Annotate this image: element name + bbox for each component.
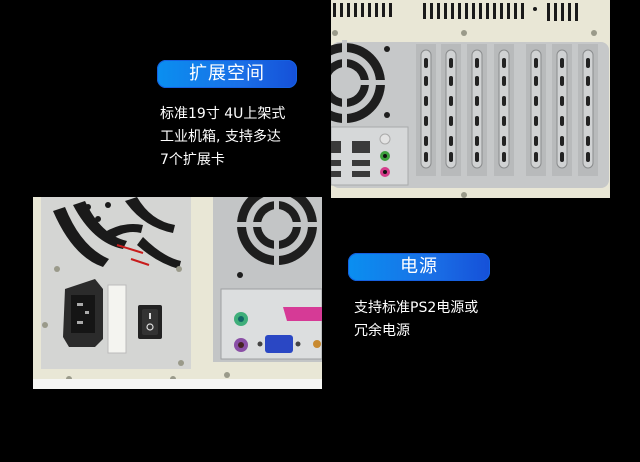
expansion-slots-photo	[331, 0, 610, 198]
description-line: 7个扩展卡	[160, 152, 225, 168]
power-socket	[63, 279, 103, 347]
power-supply-description: 支持标准PS2电源或 冗余电源	[354, 297, 504, 343]
power-supply-label: 电源	[348, 253, 490, 281]
expansion-space-description: 标准19寸 4U上架式 工业机箱, 支持多达 7个扩展卡	[160, 103, 310, 172]
expansion-space-label: 扩展空间	[157, 60, 297, 88]
description-line: 标准19寸 4U上架式	[160, 106, 286, 122]
power-supply-photo	[33, 197, 322, 389]
description-line: 工业机箱, 支持多达	[160, 129, 281, 145]
description-line: 支持标准PS2电源或	[354, 300, 479, 316]
description-line: 冗余电源	[354, 323, 410, 339]
